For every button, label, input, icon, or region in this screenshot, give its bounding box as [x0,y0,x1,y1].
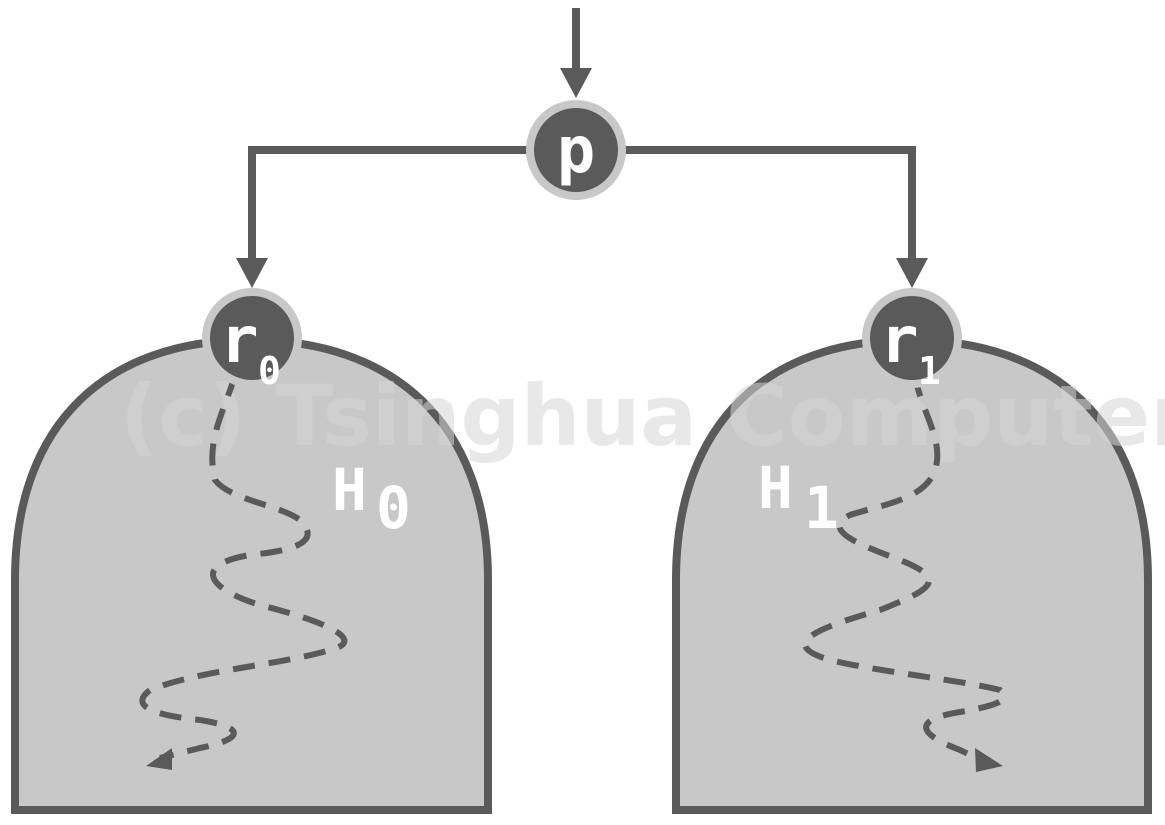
edge-p-r0-arrowhead [236,258,268,288]
watermark-text: (c) Tsinghua Computer [120,367,1165,465]
node-r0-subscript: 0 [258,349,281,393]
node-r0-label: r [220,304,259,378]
node-r1-subscript: 1 [918,349,941,393]
node-r1: r 1 [862,288,962,393]
edge-p-r1 [624,146,916,262]
node-r0: r 0 [202,288,302,393]
node-p: p [526,100,626,200]
region-h0-subscript: 0 [376,474,411,542]
incoming-arrowhead [560,68,592,98]
traversal-path-h0 [139,374,348,761]
node-p-label: p [557,114,596,188]
traversal-path-h1-arrowhead [975,748,1003,772]
region-h1-subscript: 1 [804,474,839,542]
region-h0-label: H [332,456,367,524]
node-r1-label: r [880,304,919,378]
region-h1-label: H [758,454,793,522]
traversal-path-h0-arrowhead [146,748,172,770]
traversal-path-h1 [802,374,1007,765]
edge-p-r1-arrowhead [896,258,928,288]
edge-p-r0 [248,146,530,262]
